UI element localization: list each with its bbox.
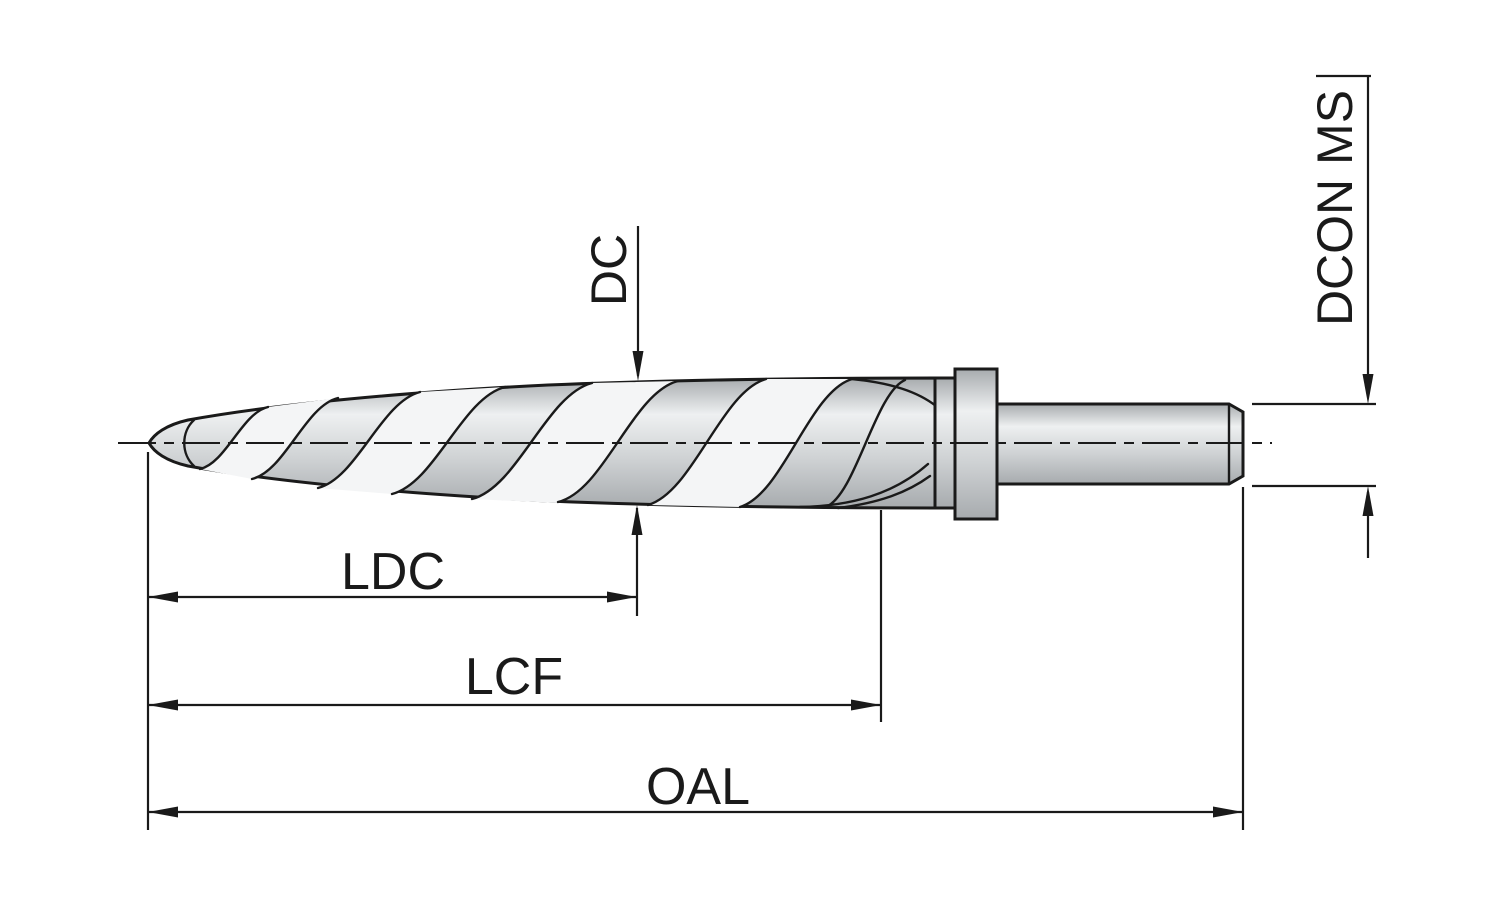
- ldc-arrow-right-icon: [607, 591, 637, 603]
- dc-label: DC: [581, 234, 637, 306]
- oal-arrow-left-icon: [148, 806, 178, 818]
- flute-band: [200, 398, 338, 479]
- oal-label: OAL: [646, 758, 750, 816]
- drill-bit: [147, 367, 1245, 521]
- dcon-arrow-up-icon: [1362, 486, 1374, 516]
- lcf-arrow-left-icon: [148, 699, 178, 711]
- flute-runout: [850, 377, 938, 408]
- flute-runout: [798, 462, 930, 509]
- ldc-dimension: LDC: [148, 543, 637, 603]
- flute-edge: [316, 390, 422, 490]
- flute-edge: [390, 385, 507, 496]
- lcf-dimension: LCF: [148, 510, 883, 722]
- dc-arrow-up-icon: [631, 505, 643, 535]
- dc-dimension: DC: [581, 226, 644, 616]
- oal-arrow-right-icon: [1213, 806, 1243, 818]
- dcon-label: DCON MS: [1307, 90, 1363, 326]
- flute-edge: [250, 396, 340, 481]
- ldc-label: LDC: [341, 543, 445, 601]
- ldc-arrow-left-icon: [148, 591, 178, 603]
- oal-dimension: OAL: [148, 487, 1245, 830]
- dc-arrow-down-icon: [632, 351, 644, 381]
- flute-band: [318, 387, 505, 494]
- dcon-arrow-down-icon: [1362, 374, 1374, 404]
- flute-edge: [556, 379, 680, 504]
- lcf-arrow-right-icon: [851, 699, 881, 711]
- dcon-dimension: DCON MS: [1252, 74, 1376, 558]
- flute-edge: [470, 381, 594, 501]
- flute-edge: [198, 405, 270, 471]
- flute-edge: [824, 378, 907, 509]
- lcf-label: LCF: [465, 648, 563, 706]
- flute-runout: [836, 474, 932, 510]
